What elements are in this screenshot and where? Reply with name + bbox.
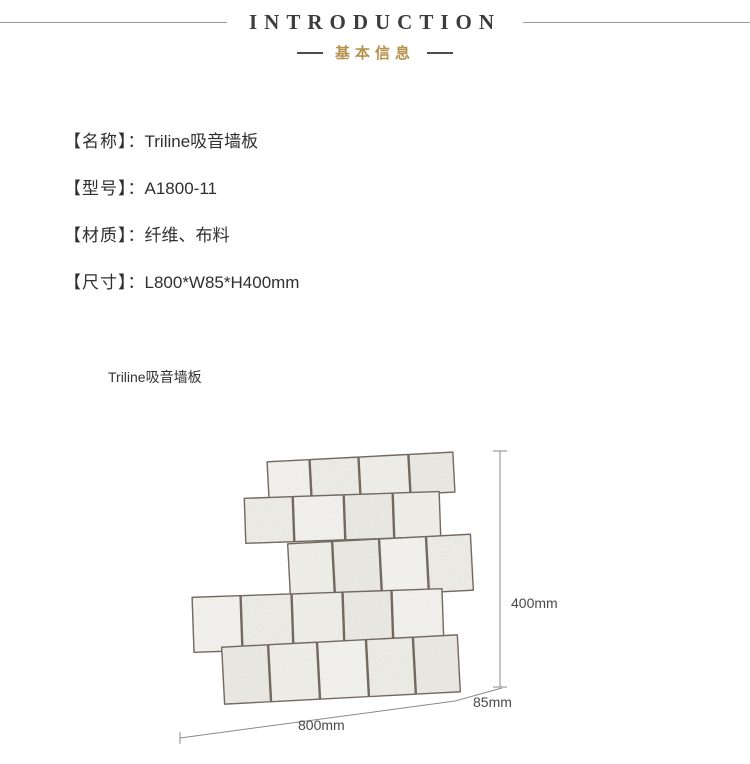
panel-tile xyxy=(243,495,295,545)
panel-tile xyxy=(267,641,321,703)
subtitle-dash-left xyxy=(296,51,323,54)
panel-row xyxy=(220,634,462,705)
spec-row-model: 【型号】：A1800-11 xyxy=(64,178,299,200)
panel-row xyxy=(243,490,442,545)
spec-colon: ： xyxy=(127,226,145,245)
dimension-lines xyxy=(179,450,507,744)
dim-label-width: 800mm xyxy=(298,717,345,733)
spec-value: A1800-11 xyxy=(144,179,217,198)
dim-label-depth: 85mm xyxy=(473,694,512,710)
panel-tile xyxy=(240,593,294,652)
panel-tile xyxy=(220,644,272,705)
panel-tile xyxy=(266,458,312,503)
spec-value: 纤维、布料 xyxy=(144,226,230,245)
spec-row-name: 【名称】：Triline吸音墙板 xyxy=(64,131,299,153)
spec-row-size: 【尺寸】：L800*W85*H400mm xyxy=(64,272,299,294)
subtitle-text: 基本信息 xyxy=(334,45,415,62)
panel-tile xyxy=(378,535,430,596)
spec-value: L800*W85*H400mm xyxy=(144,273,300,292)
panel-tiles xyxy=(191,451,475,705)
panel-tile xyxy=(358,453,411,498)
dimension-labels: 400mm 85mm 800mm xyxy=(298,595,558,733)
header-rule-left xyxy=(0,22,227,23)
spec-label: 【名称】 xyxy=(64,132,128,151)
panel-tile xyxy=(286,540,336,601)
panel-tile xyxy=(292,494,346,543)
panel-tile xyxy=(291,591,345,650)
spec-colon: ： xyxy=(127,273,145,292)
panel-tile xyxy=(412,634,462,695)
panel-tile xyxy=(331,538,383,599)
subtitle-dash-right xyxy=(427,51,453,54)
page-title: INTRODUCTION xyxy=(248,10,502,34)
spec-colon: ： xyxy=(127,132,145,151)
panel-tile xyxy=(365,636,417,698)
drawing-caption: Triline吸音墙板 xyxy=(108,369,202,385)
spec-colon: ： xyxy=(127,179,145,198)
panel-row xyxy=(266,451,456,503)
panel-tile xyxy=(408,451,456,496)
product-drawing: 400mm 85mm 800mm xyxy=(179,450,558,744)
spec-value: Triline吸音墙板 xyxy=(144,132,259,151)
spec-row-material: 【材质】：纤维、布料 xyxy=(64,225,299,247)
dimension-line-width-depth xyxy=(179,687,503,739)
panel-tile xyxy=(425,533,475,594)
spec-label: 【材质】 xyxy=(64,226,128,245)
section-subtitle: 基本信息 xyxy=(0,42,750,63)
panel-row xyxy=(191,587,445,654)
header-rule-right xyxy=(523,22,750,23)
spec-label: 【尺寸】 xyxy=(64,273,128,292)
panel-tile xyxy=(191,595,243,654)
intro-header: INTRODUCTION xyxy=(0,10,750,35)
panel-tile xyxy=(392,490,442,539)
spec-label: 【型号】 xyxy=(64,179,128,198)
panel-tile xyxy=(309,456,361,501)
spec-list: 【名称】：Triline吸音墙板 【型号】：A1800-11 【材质】：纤维、布… xyxy=(64,131,299,319)
dim-label-height: 400mm xyxy=(511,595,558,611)
panel-tile xyxy=(316,638,370,700)
panel-row xyxy=(286,533,475,601)
panel-tile xyxy=(343,492,395,541)
